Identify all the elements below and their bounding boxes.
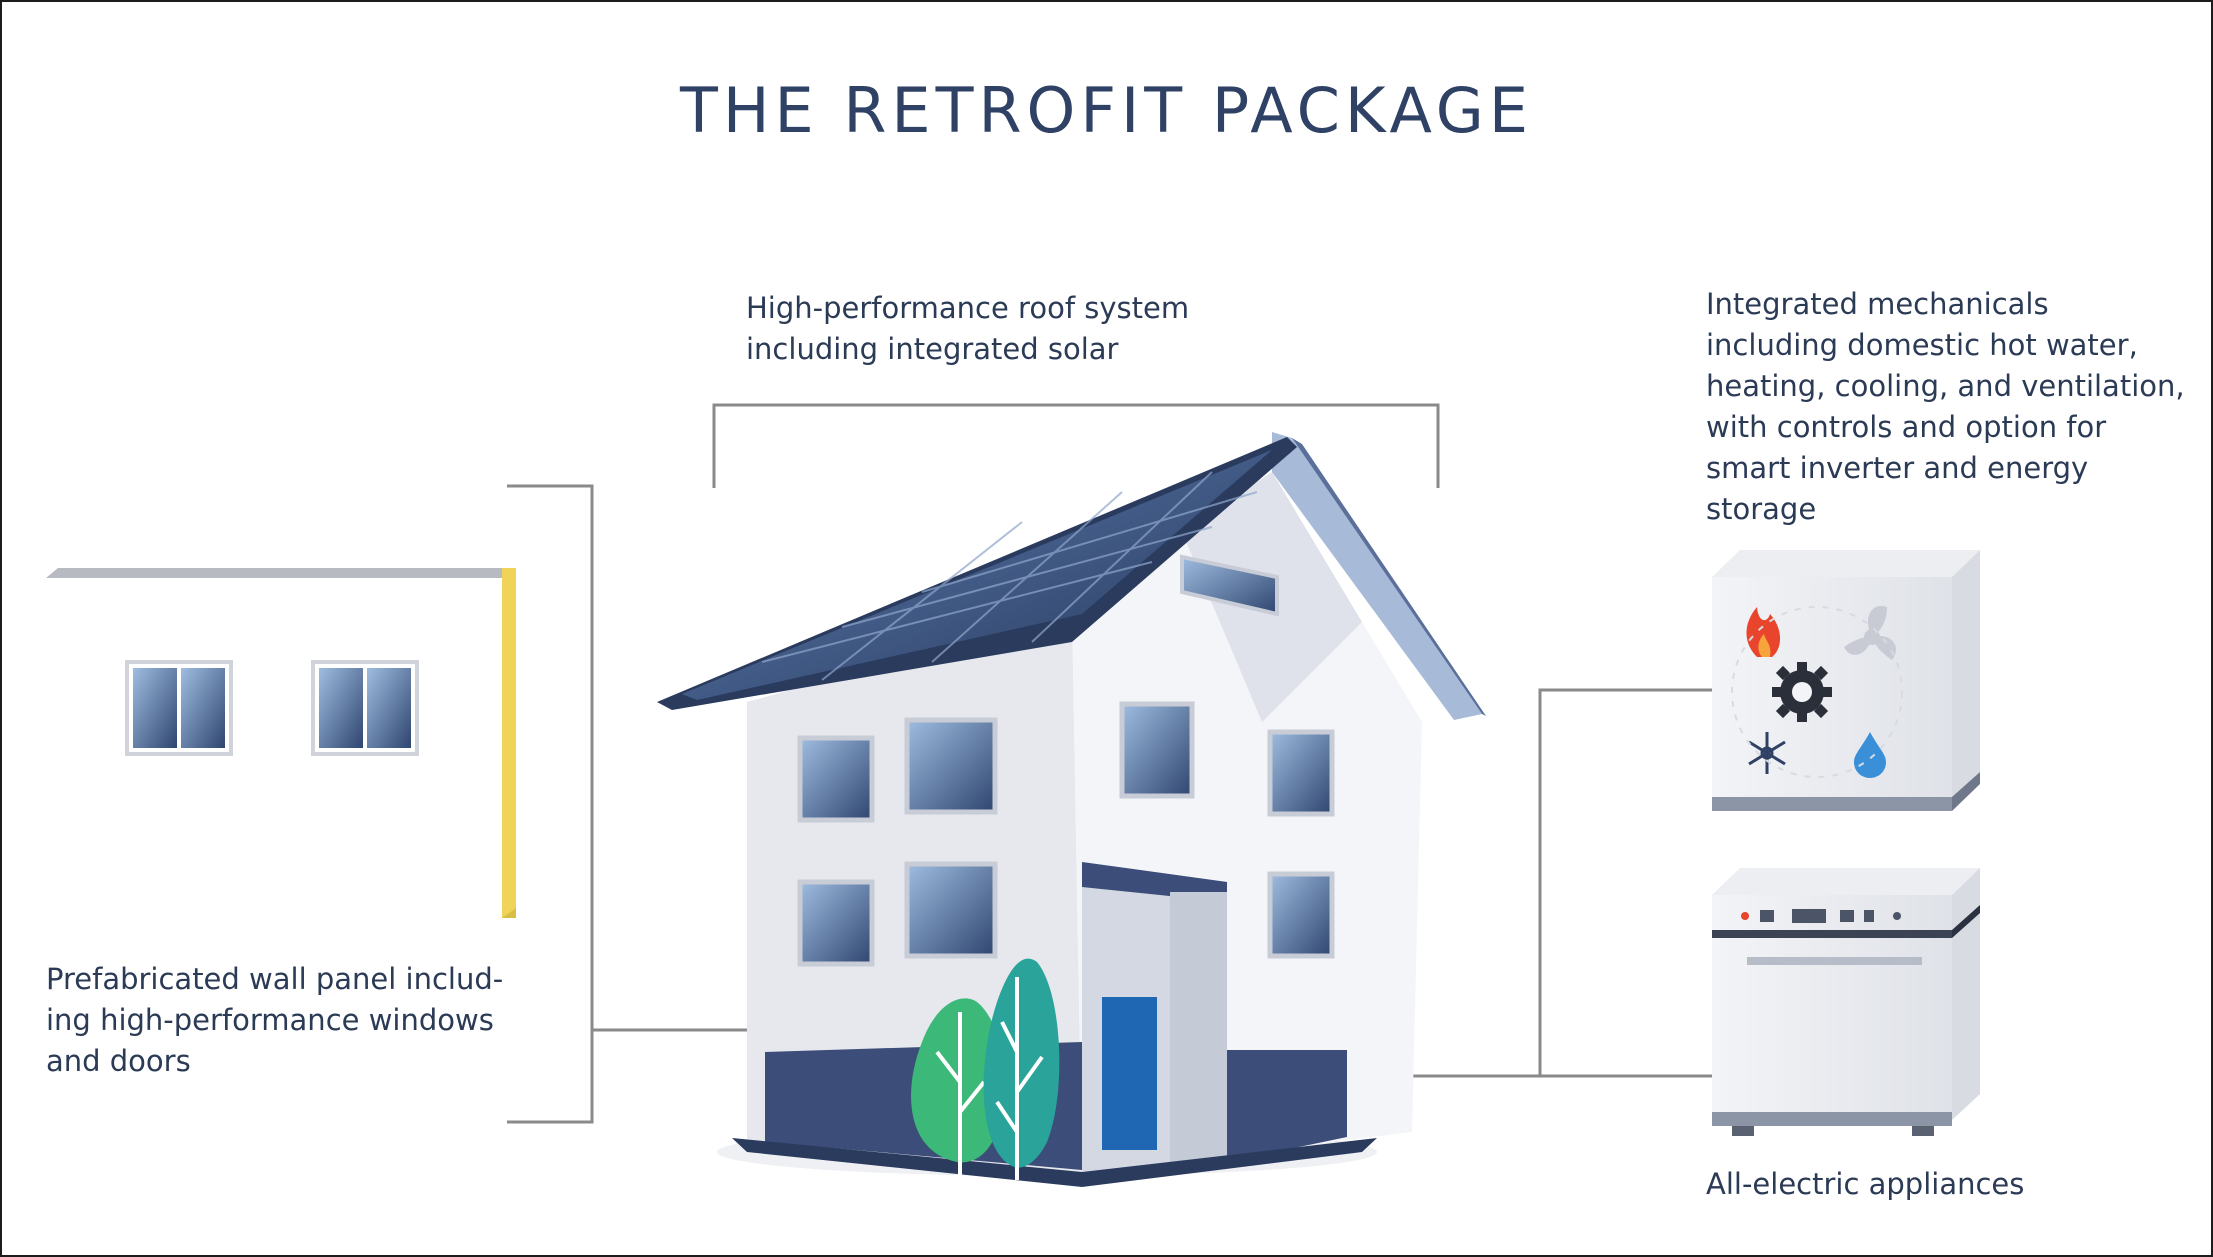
mech-label-line-1: Integrated mechanicals (1706, 287, 2049, 321)
wall-panel-illustration (46, 568, 516, 918)
house-illustration (657, 432, 1486, 1187)
wall-label-line-3: and doors (46, 1044, 191, 1078)
solar-panel-grid (761, 471, 1258, 681)
appliance-unit (1712, 868, 1980, 1136)
roof-bracket (712, 403, 1440, 488)
mechanicals-unit (1712, 550, 1980, 811)
mech-label-line-3: heating, cooling, and ventilation, (1706, 369, 2185, 403)
appliances-label: All-electric appliances (1706, 1164, 2126, 1205)
appl-label-line-1: All-electric appliances (1706, 1167, 2025, 1201)
roof-label-line-1: High-performance roof system (746, 291, 1190, 325)
wall-label-line-2: ing high-performance windows (46, 1003, 494, 1037)
diagram-title: THE RETROFIT PACKAGE (679, 74, 1534, 147)
tree-right (983, 958, 1060, 1180)
mech-label-line-2: including domestic hot water, (1706, 328, 2138, 362)
fan-icon (1844, 606, 1896, 660)
mech-label-line-6: storage (1706, 492, 1817, 526)
mech-label-line-4: with controls and option for (1706, 410, 2107, 444)
gear-icon (1772, 662, 1832, 722)
panel-window-2 (311, 660, 419, 756)
water-drop-icon (1854, 732, 1886, 778)
wall-panel-label: Prefabricated wall panel includ- ing hig… (46, 959, 566, 1082)
roof-label-line-2: including integrated solar (746, 332, 1119, 366)
wall-label-line-1: Prefabricated wall panel includ- (46, 962, 504, 996)
panel-window-1 (125, 660, 233, 756)
mech-label-line-5: smart inverter and energy (1706, 451, 2089, 485)
front-door (1102, 997, 1157, 1150)
appliance-control-panel (1741, 909, 1901, 923)
house-windows (797, 701, 1335, 967)
roof-system-label: High-performance roof system including i… (746, 288, 1266, 370)
snowflake-icon (1748, 732, 1786, 774)
mechanicals-label: Integrated mechanicals including domesti… (1706, 284, 2206, 530)
tree-left (911, 998, 1005, 1177)
